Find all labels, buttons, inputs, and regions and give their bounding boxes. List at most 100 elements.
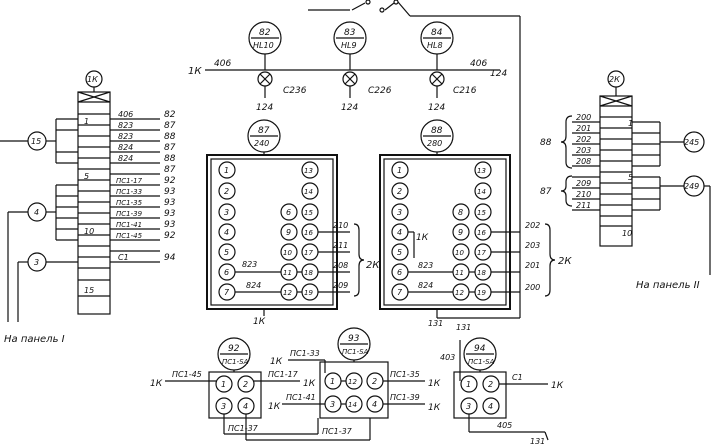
panel-header: 2К <box>609 75 620 84</box>
row-label: 10 <box>84 227 94 236</box>
relay-bottom-label: 131 <box>428 319 443 328</box>
lamp-circuit: С236 <box>283 86 307 96</box>
wire-number: 93 <box>164 198 176 208</box>
pin-label: 17 <box>477 249 486 257</box>
pin-label: 13 <box>477 167 486 175</box>
wire-label: 1К <box>551 381 564 391</box>
pin-label: 11 <box>283 269 292 277</box>
wire-label: 824 <box>418 281 433 290</box>
wire-label: 201 <box>576 124 591 133</box>
bus-wire-right: 406 <box>470 59 487 69</box>
pin-label: 16 <box>304 229 313 237</box>
relay-bottom-label: 1К <box>253 317 266 327</box>
relay-mid-label: 1К <box>416 233 429 243</box>
wire-label: ПС1-17 <box>268 370 299 379</box>
wire-label: 210 <box>333 221 348 230</box>
pin-label: 6 <box>286 208 291 217</box>
panel-1k-wires <box>110 118 160 263</box>
callout-label: 15 <box>31 137 41 146</box>
wire-label: 202 <box>576 135 591 144</box>
wire-number: 94 <box>164 253 176 263</box>
pin-label: 14 <box>477 188 486 196</box>
pin-label: 17 <box>304 249 313 257</box>
relay-block-240: 87 240 1 2 3 4 5 6 7 13 14 15 16 17 18 1… <box>206 119 380 327</box>
row-label: 5 <box>628 173 633 182</box>
panel-2k-wires <box>572 121 600 211</box>
pin-label: 9 <box>286 228 291 237</box>
wire-number: 87 <box>164 143 176 153</box>
pin-label: 2 <box>372 377 377 386</box>
wire-number: 93 <box>164 220 176 230</box>
pin-label: 11 <box>455 269 464 277</box>
group-label: 2К <box>558 256 572 267</box>
group-label: 87 <box>540 187 552 197</box>
pin-label: 4 <box>372 400 377 409</box>
lamp-wire: 124 <box>256 103 273 113</box>
wire-label: 202 <box>525 221 540 230</box>
relay-code: 280 <box>427 139 442 148</box>
lamp-circuit: С226 <box>368 86 392 96</box>
panel-rows <box>78 113 110 297</box>
group-label: 88 <box>540 138 552 148</box>
wire-label: 1К <box>270 357 283 367</box>
relay-block-280: 88 280 1 2 3 4 5 6 7 13 14 15 16 17 18 1… <box>379 119 572 328</box>
lamp-number: 84 <box>431 28 443 38</box>
wire-label: 824 <box>118 143 133 152</box>
lamp-hl9: 83 HL9 С226 124 <box>333 21 392 113</box>
pin-label: 4 <box>488 402 493 411</box>
switch-code: ПС1-SA <box>468 358 495 366</box>
relay-a-inner-pins: 6 9 10 11 12 <box>280 203 298 301</box>
bus-wire-left: 406 <box>214 59 231 69</box>
lamp-number: 83 <box>344 28 356 38</box>
wire-label: 200 <box>576 113 591 122</box>
switch-code: ПС1-SA <box>222 358 249 366</box>
pin-label: 18 <box>477 269 486 277</box>
pin-label: 19 <box>304 289 313 297</box>
pin-label: 3 <box>330 400 335 409</box>
wire-label: ПС1-37 <box>228 424 259 433</box>
switch-code: ПС1-SA <box>342 348 369 356</box>
wire-label: ПС1-45 <box>116 232 143 240</box>
panel-2k-rows <box>600 116 632 227</box>
pin-label: 8 <box>458 208 463 217</box>
wire-label: 1К <box>428 379 441 389</box>
wire-label: 208 <box>333 261 348 270</box>
wire-label: ПС1-45 <box>172 370 202 379</box>
wire-label: ПС1-41 <box>286 393 316 402</box>
wire-label: ПС1-35 <box>116 199 143 207</box>
wire-label: 1К <box>428 403 441 413</box>
wire-label: 203 <box>576 146 591 155</box>
wire-label: 1К <box>303 379 316 389</box>
wire-label: ПС1-35 <box>390 370 420 379</box>
callout-label: 3 <box>34 258 39 267</box>
relay-b-right-pins: 13 14 15 16 17 18 19 <box>474 161 492 301</box>
pin-label: 4 <box>224 228 229 237</box>
relay-number: 87 <box>258 126 270 136</box>
wire-label: 203 <box>525 241 540 250</box>
pin-label: 3 <box>224 208 229 217</box>
pin-label: 15 <box>477 209 486 217</box>
wire-label: С1 <box>118 253 129 262</box>
wire-number: 93 <box>164 209 176 219</box>
wire-label: 406 <box>118 110 133 119</box>
group-label: 2К <box>366 260 380 271</box>
wire-label: ПС1-41 <box>116 221 142 229</box>
wire-number: 87 <box>164 165 176 175</box>
relay-number: 88 <box>431 126 443 136</box>
pin-label: 1 <box>221 380 226 389</box>
wire-label: 211 <box>576 201 591 210</box>
wire-label: ПС1-39 <box>116 210 143 218</box>
wire-number: 87 <box>164 121 176 131</box>
pin-label: 10 <box>283 249 292 257</box>
pin-label: 1 <box>466 380 471 389</box>
wire-label: ПС1-33 <box>290 349 320 358</box>
relay-a-right-pins: 13 14 15 16 17 18 19 <box>301 161 319 301</box>
row-label: 1 <box>628 119 633 128</box>
lamp-hl10: 82 HL10 С236 124 <box>248 21 307 113</box>
wire-label: ПС1-33 <box>116 188 142 196</box>
pin-label: 12 <box>455 289 464 297</box>
switch-ps1-sa-94: 94 ПС1-SA 1 2 3 4 <box>453 337 507 419</box>
wire-number: 88 <box>164 132 176 142</box>
pin-label: 19 <box>477 289 486 297</box>
wire-label: 824 <box>246 281 261 290</box>
